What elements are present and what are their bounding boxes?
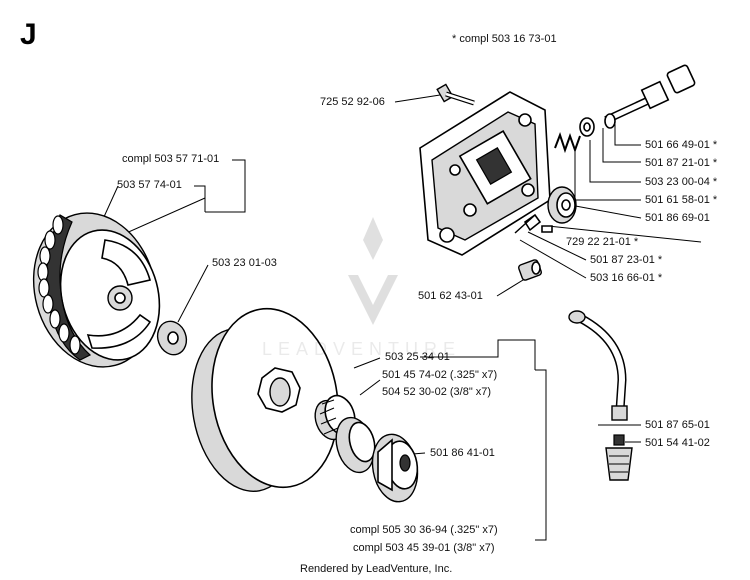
label-503-16-66-01[interactable]: 503 16 66-01 * xyxy=(590,272,663,284)
watermark-text: LEADVENTURE xyxy=(262,339,462,359)
nipple-501-62-43-01 xyxy=(518,259,542,281)
oil-pump-body xyxy=(419,91,551,256)
seal-ring xyxy=(579,117,595,137)
label-725-52-92-06[interactable]: 725 52 92-06 xyxy=(320,96,385,108)
label-501-66-49-01[interactable]: 501 66 49-01 * xyxy=(645,139,718,151)
label-501-62-43-01[interactable]: 501 62 43-01 xyxy=(418,290,483,302)
label-504-52-30-02[interactable]: 504 52 30-02 (3/8" x7) xyxy=(382,386,492,398)
label-501-86-41-01[interactable]: 501 86 41-01 xyxy=(430,447,495,459)
oil-filter xyxy=(605,434,633,481)
label-501-61-58-01[interactable]: 501 61 58-01 * xyxy=(645,194,718,206)
spring xyxy=(554,132,581,154)
label-501-87-65-01[interactable]: 501 87 65-01 xyxy=(645,419,710,431)
clutch-assembly xyxy=(32,212,161,368)
label-compl-503-57-71-01[interactable]: compl 503 57 71-01 xyxy=(122,153,220,165)
oil-hose xyxy=(568,310,628,421)
bolt xyxy=(436,83,475,106)
worm-gear xyxy=(547,186,577,224)
watermark-logo xyxy=(348,217,398,325)
section-letter: J xyxy=(20,18,37,51)
small-screws xyxy=(514,213,553,234)
label-compl-505-30-36-94[interactable]: compl 505 30 36-94 (.325" x7) xyxy=(350,524,498,536)
washer xyxy=(156,320,188,356)
clutch-drum xyxy=(191,307,339,492)
label-503-23-00-04[interactable]: 503 23 00-04 * xyxy=(645,176,718,188)
rim-sprocket xyxy=(335,416,376,474)
label-503-57-74-01[interactable]: 503 57 74-01 xyxy=(117,179,182,191)
header-note: * compl 503 16 73-01 xyxy=(452,33,557,45)
label-compl-503-45-39-01[interactable]: compl 503 45 39-01 (3/8" x7) xyxy=(353,542,495,554)
footer-credit: Rendered by LeadVenture, Inc. xyxy=(300,563,453,575)
label-503-25-34-01[interactable]: 503 25 34-01 xyxy=(385,351,450,363)
label-501-87-21-01[interactable]: 501 87 21-01 * xyxy=(645,157,718,169)
small-washer xyxy=(604,113,616,129)
leader-lines xyxy=(97,94,702,541)
label-729-22-21-01[interactable]: 729 22 21-01 * xyxy=(566,236,639,248)
label-501-87-23-01[interactable]: 501 87 23-01 * xyxy=(590,254,663,266)
pump-plunger xyxy=(604,64,696,124)
label-501-54-41-02[interactable]: 501 54 41-02 xyxy=(645,437,710,449)
label-501-86-69-01[interactable]: 501 86 69-01 xyxy=(645,212,710,224)
label-501-45-74-02[interactable]: 501 45 74-02 (.325" x7) xyxy=(382,369,498,381)
label-503-23-01-03[interactable]: 503 23 01-03 xyxy=(212,257,277,269)
spur-sprocket xyxy=(371,433,419,503)
